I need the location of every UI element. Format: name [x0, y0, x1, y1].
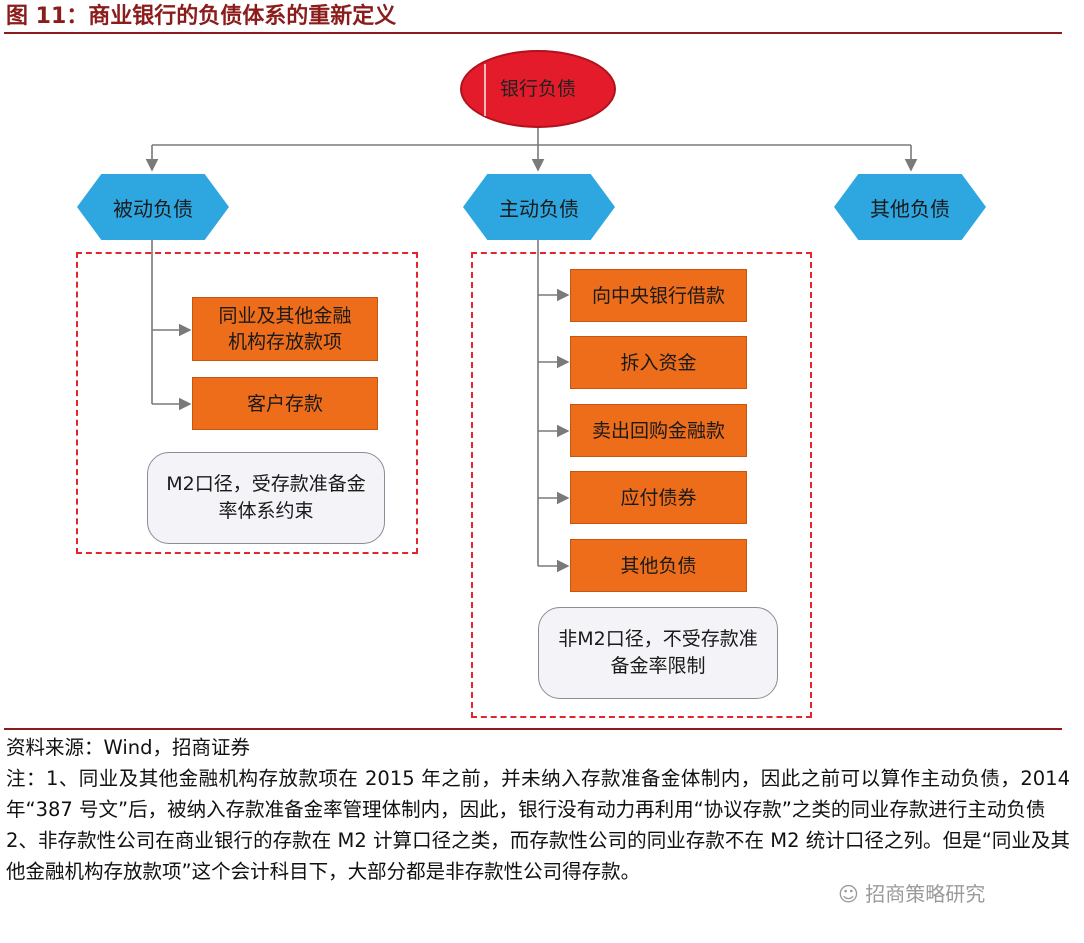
source-line: 资料来源：Wind，招商证券 — [6, 736, 251, 759]
item-placements-in: 拆入资金 — [570, 336, 747, 389]
category-label: 其他负债 — [870, 197, 950, 221]
note-1: 注：1、同业及其他金融机构存放款项在 2015 年之前，并未纳入存款准备金体制内… — [6, 767, 1070, 821]
active-note: 非M2口径，不受存款准备金率限制 — [538, 607, 778, 699]
item-label: 同业及其他金融机构存放款项 — [218, 305, 352, 353]
item-repo-sold: 卖出回购金融款 — [570, 404, 747, 457]
root-label: 银行负债 — [499, 78, 576, 100]
wechat-icon: ☺ — [838, 882, 859, 906]
note-text: M2口径，受存款准备金率体系约束 — [166, 473, 366, 522]
item-label: 向中央银行借款 — [591, 284, 725, 307]
watermark-text: 招商策略研究 — [865, 882, 986, 906]
item-customer-deposits: 客户存款 — [192, 377, 378, 430]
footer-notes: 资料来源：Wind，招商证券 注：1、同业及其他金融机构存放款项在 2015 年… — [6, 732, 1070, 887]
item-label: 其他负债 — [620, 554, 697, 577]
item-other-liabilities: 其他负债 — [570, 539, 747, 592]
note-text: 非M2口径，不受存款准备金率限制 — [558, 628, 758, 677]
connector-lines — [145, 128, 918, 573]
figure-title: 图 11：商业银行的负债体系的重新定义 — [6, 4, 397, 29]
passive-group-frame — [76, 252, 418, 554]
item-label: 应付债券 — [620, 486, 697, 509]
note-2: 2、非存款性公司在商业银行的存款在 M2 计算口径之类，而存款性公司的同业存款不… — [6, 829, 1070, 883]
item-central-bank-borrowing: 向中央银行借款 — [570, 269, 747, 322]
item-label: 拆入资金 — [620, 351, 697, 374]
bottom-rule — [4, 728, 1062, 730]
root-highlight — [484, 64, 486, 116]
active-group-frame — [471, 252, 812, 718]
category-label: 被动负债 — [113, 197, 193, 221]
passive-note: M2口径，受存款准备金率体系约束 — [147, 452, 385, 544]
category-passive-liabilities: 被动负债 — [77, 174, 229, 240]
top-rule — [4, 32, 1062, 34]
category-other-liabilities: 其他负债 — [834, 174, 986, 240]
root-node-bank-liabilities: 银行负债 — [460, 50, 616, 128]
category-active-liabilities: 主动负债 — [463, 174, 615, 240]
item-bonds-payable: 应付债券 — [570, 471, 747, 524]
item-label: 客户存款 — [246, 392, 323, 415]
category-label: 主动负债 — [499, 197, 579, 221]
watermark: ☺ 招商策略研究 — [838, 878, 985, 907]
item-label: 卖出回购金融款 — [591, 419, 725, 442]
item-interbank-deposits: 同业及其他金融机构存放款项 — [192, 297, 378, 361]
